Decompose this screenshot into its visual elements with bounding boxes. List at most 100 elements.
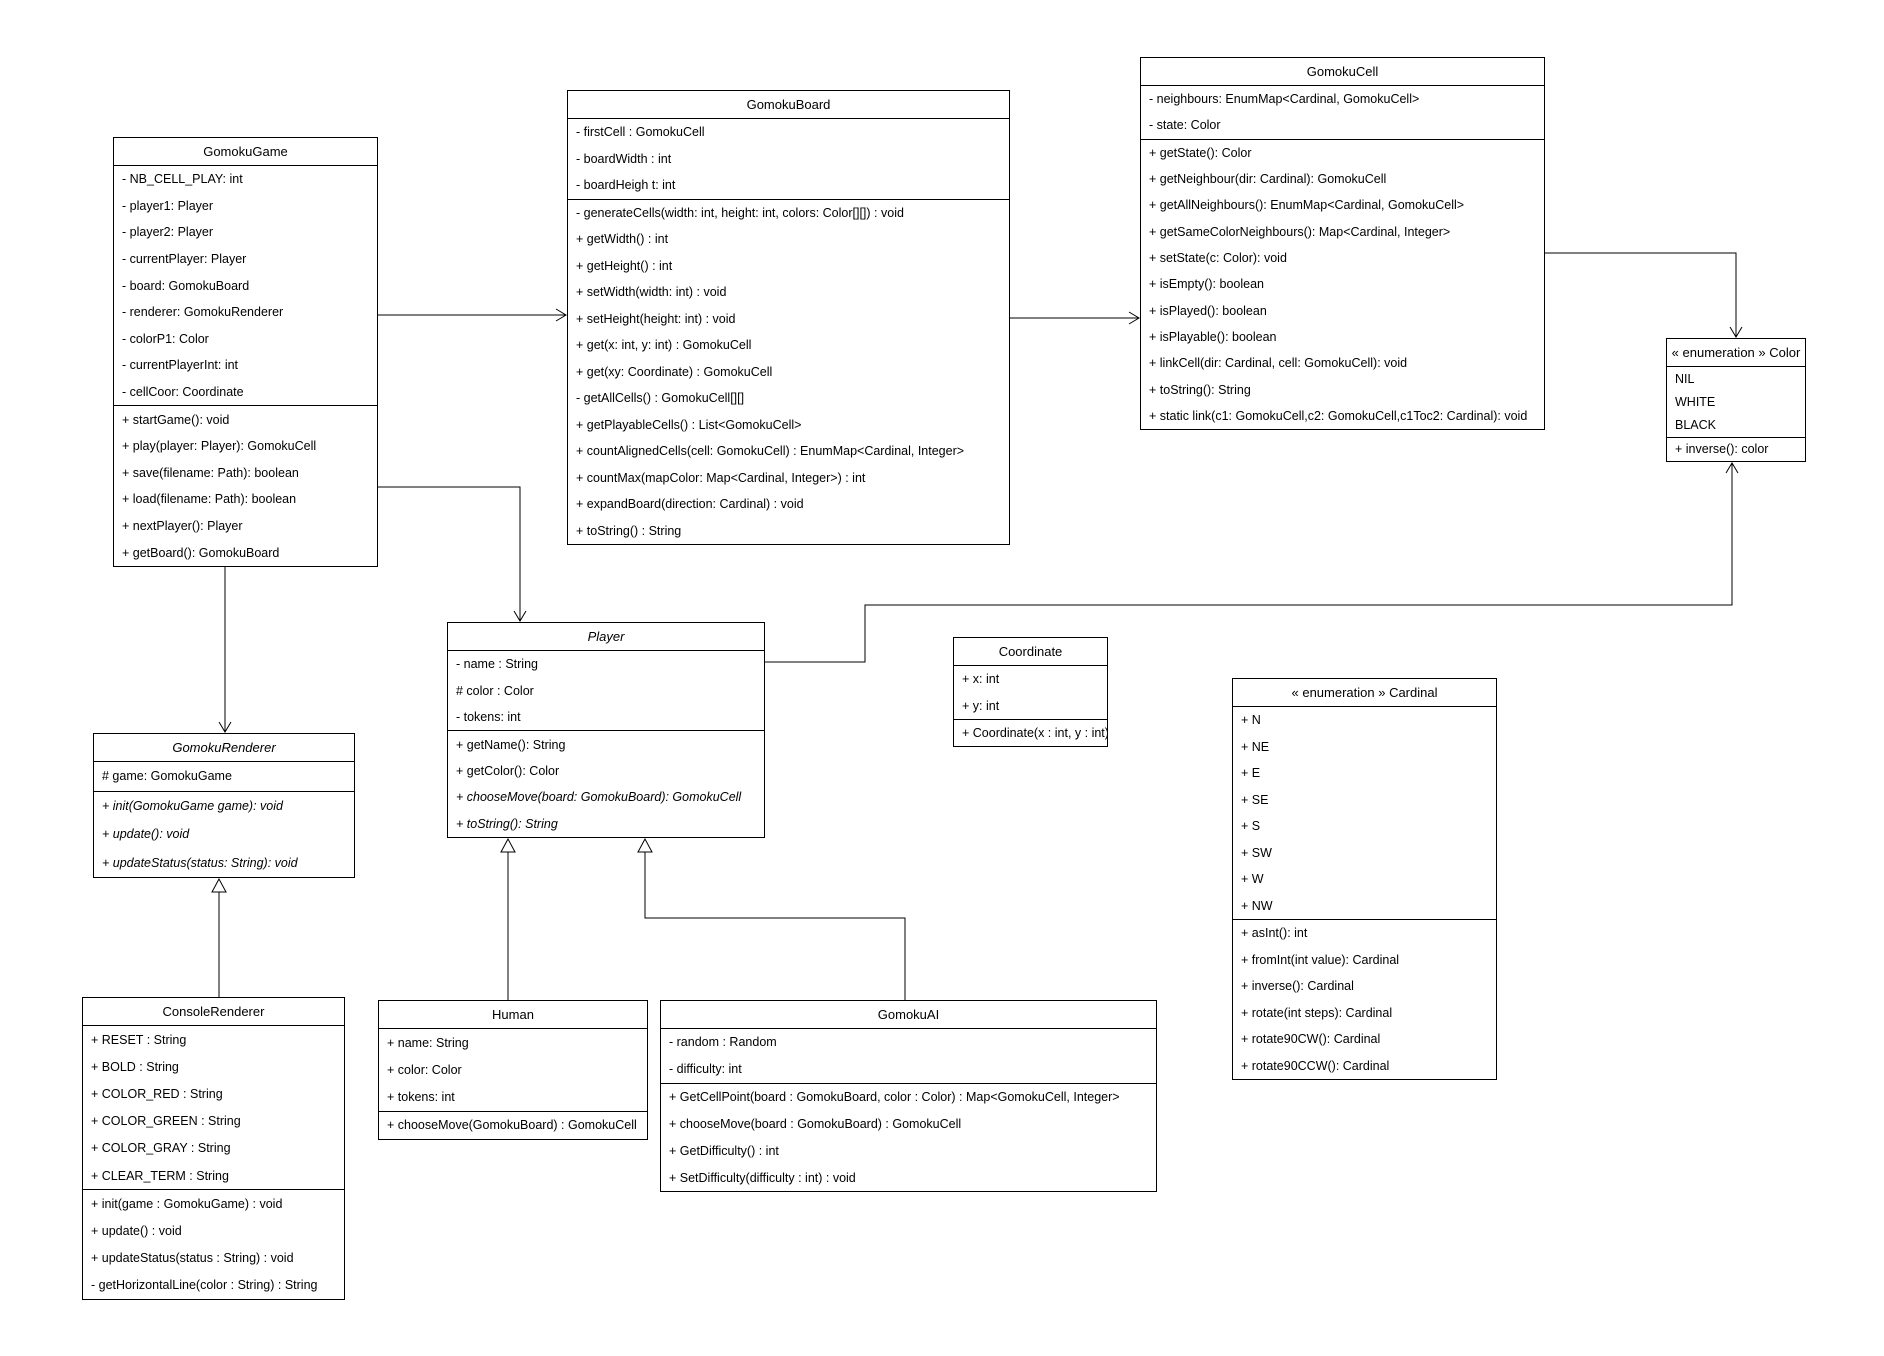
member-row: + toString(): String <box>456 816 558 831</box>
class-title: GomokuAI <box>661 1001 1156 1029</box>
class-gomokuboard: GomokuBoard - firstCell : GomokuCell- bo… <box>567 90 1010 545</box>
methods-section: + Coordinate(x : int, y : int) <box>954 718 1107 746</box>
member-row: + SW <box>1241 845 1272 860</box>
enum-values-section: + N+ NE+ E+ SE+ S+ SW+ W+ NW <box>1233 707 1496 919</box>
class-coordinate: Coordinate + x: int+ y: int + Coordinate… <box>953 637 1108 747</box>
member-row: + static link(c1: GomokuCell,c2: GomokuC… <box>1149 408 1528 423</box>
member-row: - tokens: int <box>456 710 521 725</box>
member-row: WHITE <box>1675 394 1716 409</box>
member-row: - getHorizontalLine(color : String) : St… <box>91 1278 318 1293</box>
association-gomokugame-gomokurenderer <box>218 567 232 733</box>
class-title: ConsoleRenderer <box>83 998 344 1026</box>
methods-section: + asInt(): int + fromInt(int value): Card… <box>1233 919 1496 1079</box>
member-row: + getPlayableCells() : List<GomokuCell> <box>576 417 802 432</box>
member-row: + SE <box>1241 792 1269 807</box>
methods-section: + GetCellPoint(board : GomokuBoard, colo… <box>661 1082 1156 1191</box>
member-row: + GetCellPoint(board : GomokuBoard, colo… <box>669 1090 1120 1105</box>
member-row: + getWidth() : int <box>576 232 669 247</box>
member-row: + setHeight(height: int) : void <box>576 311 736 326</box>
member-row: # game: GomokuGame <box>102 769 232 784</box>
class-title: GomokuCell <box>1141 58 1544 86</box>
class-player: Player - name : String# color : Color- t… <box>447 622 765 838</box>
member-row: - state: Color <box>1149 118 1221 133</box>
member-row: + x: int <box>962 672 1000 687</box>
methods-section: + getName(): String+ getColor(): Color+ … <box>448 730 764 837</box>
member-row: + chooseMove(board: GomokuBoard): Gomoku… <box>456 790 742 805</box>
member-row: + inverse(): color <box>1675 442 1769 457</box>
member-row: + updateStatus(status: String): void <box>102 855 298 870</box>
member-row: - firstCell : GomokuCell <box>576 125 705 140</box>
member-row: + NW <box>1241 898 1273 913</box>
member-row: + setState(c: Color): void <box>1149 251 1287 266</box>
attributes-section: - name : String# color : Color- tokens: … <box>448 651 764 730</box>
member-row: - difficulty: int <box>669 1062 742 1077</box>
member-row: + chooseMove(board : GomokuBoard) : Gomo… <box>669 1116 962 1131</box>
member-row: + fromInt(int value): Cardinal <box>1241 952 1400 967</box>
inheritance-triangle-icon <box>500 837 516 853</box>
member-row: - currentPlayer: Player <box>122 252 247 267</box>
member-row: - currentPlayerInt: int <box>122 358 239 373</box>
member-row: + getSameColorNeighbours(): Map<Cardinal… <box>1149 224 1451 239</box>
member-row: + update() : void <box>91 1224 182 1238</box>
member-row: + getBoard(): GomokuBoard <box>122 545 280 560</box>
member-row: + save(filename: Path): boolean <box>122 465 299 480</box>
member-row: + RESET : String <box>91 1032 187 1047</box>
methods-section: + startGame(): void+ play(player: Player… <box>114 405 377 566</box>
attributes-section: - NB_CELL_PLAY: int- player1: Player- pl… <box>114 166 377 405</box>
member-row: + init(GomokuGame game): void <box>102 798 283 813</box>
methods-section: + getState(): Color + getNeighbour(dir: C… <box>1141 138 1544 429</box>
member-row: + countMax(mapColor: Map<Cardinal, Integ… <box>576 470 866 485</box>
member-row: + get(xy: Coordinate) : GomokuCell <box>576 364 773 379</box>
class-title: GomokuRenderer <box>94 734 354 762</box>
member-row: + Coordinate(x : int, y : int) <box>962 725 1107 740</box>
member-row: + expandBoard(direction: Cardinal) : voi… <box>576 497 804 512</box>
member-row: + getAllNeighbours(): EnumMap<Cardinal, … <box>1149 198 1465 213</box>
member-row: + S <box>1241 819 1261 834</box>
member-row: + BOLD : String <box>91 1059 179 1074</box>
member-row: + y: int <box>962 698 1000 713</box>
association-gomokucell-color <box>1545 252 1743 338</box>
attributes-section: # game: GomokuGame <box>94 762 354 791</box>
member-row: + E <box>1241 766 1261 781</box>
member-row: + load(filename: Path): boolean <box>122 492 297 507</box>
methods-section: + init(GomokuGame game): void + update():… <box>94 790 354 878</box>
methods-section: + init(game : GomokuGame) : void+ update… <box>83 1189 344 1299</box>
member-row: + asInt(): int <box>1241 926 1308 941</box>
member-row: + getState(): Color <box>1149 145 1252 160</box>
member-row: + getName(): String <box>456 737 566 752</box>
member-row: - colorP1: Color <box>122 331 209 346</box>
member-row: + name: String <box>387 1035 469 1050</box>
class-title: « enumeration » Cardinal <box>1233 679 1496 707</box>
class-title: « enumeration » Color <box>1667 339 1805 367</box>
inheritance-human-player <box>500 837 516 1000</box>
member-row: - random : Random <box>669 1035 777 1050</box>
member-row: + rotate90CCW(): Cardinal <box>1241 1058 1390 1073</box>
attributes-section: + name: String+ color: Color+ tokens: in… <box>379 1029 647 1111</box>
class-gomokucell: GomokuCell - neighbours: EnumMap<Cardina… <box>1140 57 1545 430</box>
member-row: + get(x: int, y: int) : GomokuCell <box>576 338 752 353</box>
member-row: + SetDifficulty(difficulty : int) : void <box>669 1170 856 1185</box>
class-consolerenderer: ConsoleRenderer + RESET : String + BOLD :… <box>82 997 345 1300</box>
member-row: + rotate90CW(): Cardinal <box>1241 1032 1381 1047</box>
association-gomokuboard-gomokucell <box>1010 311 1140 325</box>
member-row: + inverse(): Cardinal <box>1241 979 1354 994</box>
class-title: GomokuGame <box>114 138 377 166</box>
inheritance-consolerenderer-gomokurenderer <box>211 877 227 997</box>
attributes-section: + RESET : String+ BOLD : String+ COLOR_R… <box>83 1026 344 1189</box>
member-row: BLACK <box>1675 418 1716 433</box>
inheritance-line <box>644 852 906 1000</box>
member-row: - player2: Player <box>122 225 214 240</box>
member-row: + N <box>1241 713 1261 728</box>
member-row: + getNeighbour(dir: Cardinal): GomokuCel… <box>1149 172 1387 187</box>
attributes-section: - neighbours: EnumMap<Cardinal, GomokuCe… <box>1141 86 1544 139</box>
member-row: + nextPlayer(): Player <box>122 519 243 534</box>
member-row: - boardHeigh t: int <box>576 178 676 193</box>
member-row: # color : Color <box>456 683 534 698</box>
member-row: + update(): void <box>102 827 190 842</box>
member-row: + countAlignedCells(cell: GomokuCell) : … <box>576 444 965 459</box>
member-row: - generateCells(width: int, height: int,… <box>576 205 904 220</box>
class-gomokuai: GomokuAI - random : Random - difficulty: … <box>660 1000 1157 1192</box>
member-row: + tokens: int <box>387 1090 455 1105</box>
